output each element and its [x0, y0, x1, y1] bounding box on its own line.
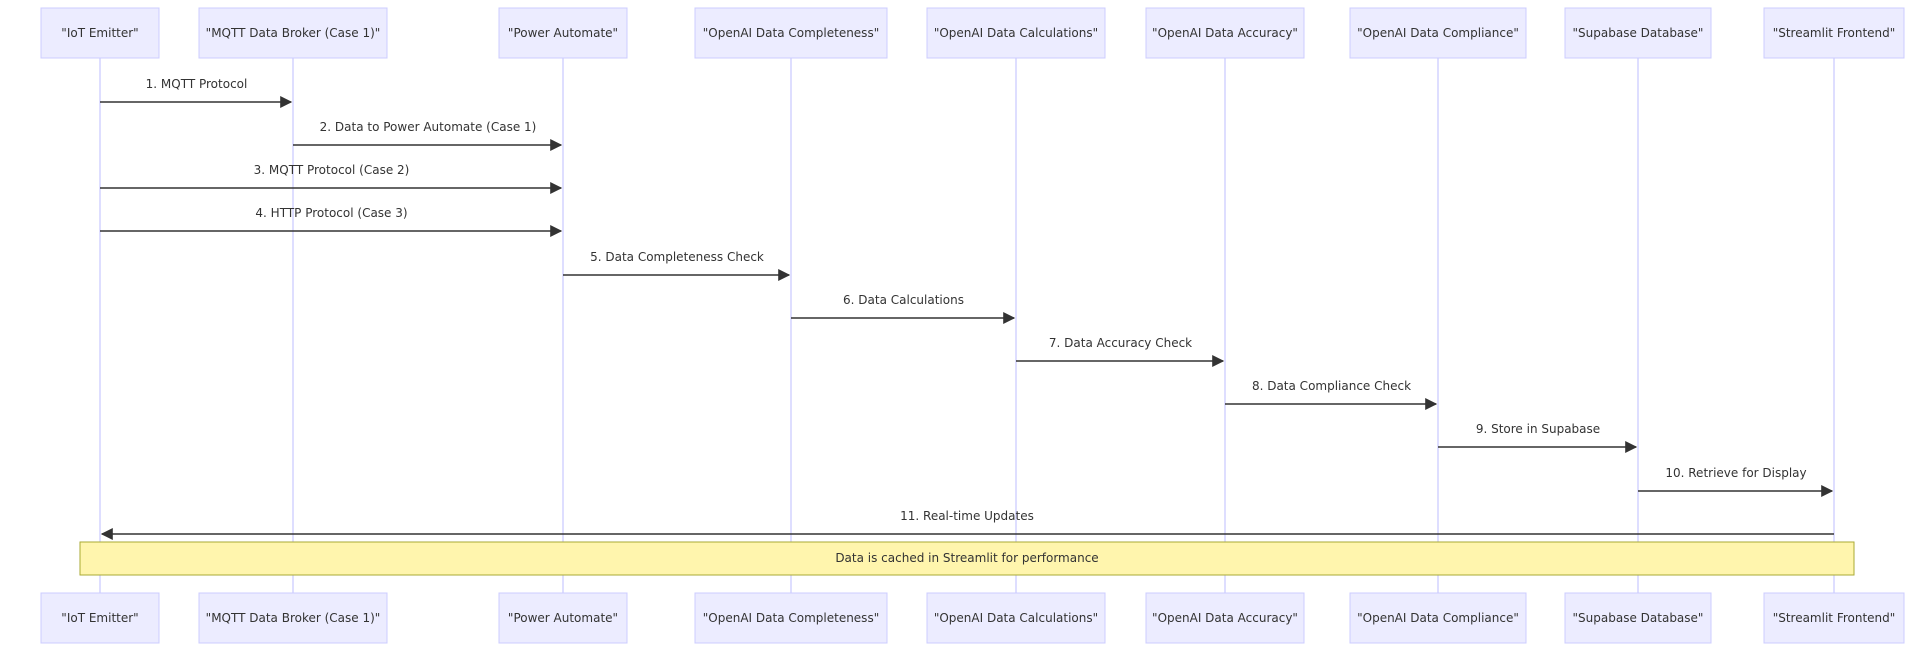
participant-iot-bottom: "IoT Emitter": [40, 592, 160, 644]
message-10: 10. Retrieve for Display: [1638, 466, 1834, 497]
participant-compliance-bottom: "OpenAI Data Compliance": [1349, 592, 1527, 644]
participant-streamlit-top: "Streamlit Frontend": [1763, 7, 1905, 59]
message-label: 4. HTTP Protocol (Case 3): [255, 206, 407, 220]
participant-calculations-top: "OpenAI Data Calculations": [926, 7, 1106, 59]
participant-box: [40, 7, 160, 59]
participant-box: [694, 7, 888, 59]
participant-streamlit-bottom: "Streamlit Frontend": [1763, 592, 1905, 644]
participant-completeness-bottom: "OpenAI Data Completeness": [694, 592, 888, 644]
participant-label: "Supabase Database": [1573, 611, 1704, 625]
message-label: 3. MQTT Protocol (Case 2): [254, 163, 410, 177]
message-1: 1. MQTT Protocol: [100, 77, 293, 108]
message-label: 1. MQTT Protocol: [146, 77, 248, 91]
participant-label: "OpenAI Data Completeness": [703, 611, 879, 625]
participant-box: [1349, 7, 1527, 59]
participant-box: [1145, 7, 1305, 59]
note: Data is cached in Streamlit for performa…: [79, 541, 1855, 576]
message-9: 9. Store in Supabase: [1438, 422, 1638, 453]
participant-box: [198, 7, 388, 59]
participant-broker-bottom: "MQTT Data Broker (Case 1)": [198, 592, 388, 644]
participant-box: [926, 7, 1106, 59]
participant-accuracy-top: "OpenAI Data Accuracy": [1145, 7, 1305, 59]
participant-label: "Supabase Database": [1573, 26, 1704, 40]
participant-label: "Streamlit Frontend": [1773, 26, 1896, 40]
participant-completeness-top: "OpenAI Data Completeness": [694, 7, 888, 59]
message-label: 5. Data Completeness Check: [590, 250, 764, 264]
message-11: 11. Real-time Updates: [100, 509, 1834, 540]
participant-calculations-bottom: "OpenAI Data Calculations": [926, 592, 1106, 644]
participant-label: "OpenAI Data Calculations": [934, 611, 1098, 625]
message-7: 7. Data Accuracy Check: [1016, 336, 1225, 367]
message-label: 2. Data to Power Automate (Case 1): [320, 120, 537, 134]
participant-box: [694, 592, 888, 644]
participant-label: "Power Automate": [508, 611, 618, 625]
participant-label: "OpenAI Data Accuracy": [1152, 611, 1298, 625]
participant-label: "OpenAI Data Accuracy": [1152, 26, 1298, 40]
message-label: 9. Store in Supabase: [1476, 422, 1600, 436]
message-label: 6. Data Calculations: [843, 293, 964, 307]
participant-label: "IoT Emitter": [61, 26, 138, 40]
message-5: 5. Data Completeness Check: [563, 250, 791, 281]
participant-box: [1564, 7, 1712, 59]
participant-label: "OpenAI Data Completeness": [703, 26, 879, 40]
participant-label: "Power Automate": [508, 26, 618, 40]
message-4: 4. HTTP Protocol (Case 3): [100, 206, 563, 237]
participant-iot-top: "IoT Emitter": [40, 7, 160, 59]
message-2: 2. Data to Power Automate (Case 1): [293, 120, 563, 151]
message-label: 8. Data Compliance Check: [1252, 379, 1411, 393]
participant-box: [198, 592, 388, 644]
participant-power-top: "Power Automate": [498, 7, 628, 59]
participant-box: [498, 7, 628, 59]
message-8: 8. Data Compliance Check: [1225, 379, 1438, 410]
participant-label: "Streamlit Frontend": [1773, 611, 1896, 625]
participant-broker-top: "MQTT Data Broker (Case 1)": [198, 7, 388, 59]
participant-accuracy-bottom: "OpenAI Data Accuracy": [1145, 592, 1305, 644]
message-label: 10. Retrieve for Display: [1665, 466, 1806, 480]
participant-box: [926, 592, 1106, 644]
participant-label: "OpenAI Data Compliance": [1357, 26, 1519, 40]
note-box: [79, 541, 1855, 576]
message-3: 3. MQTT Protocol (Case 2): [100, 163, 563, 194]
participant-supabase-top: "Supabase Database": [1564, 7, 1712, 59]
note-text: Data is cached in Streamlit for performa…: [835, 551, 1098, 565]
participant-box: [40, 592, 160, 644]
participant-box: [1349, 592, 1527, 644]
message-6: 6. Data Calculations: [791, 293, 1016, 324]
participant-box: [1763, 7, 1905, 59]
participant-box: [1564, 592, 1712, 644]
participant-box: [498, 592, 628, 644]
participant-label: "OpenAI Data Calculations": [934, 26, 1098, 40]
participant-label: "IoT Emitter": [61, 611, 138, 625]
participant-label: "MQTT Data Broker (Case 1)": [206, 611, 381, 625]
participant-compliance-top: "OpenAI Data Compliance": [1349, 7, 1527, 59]
participant-box: [1145, 592, 1305, 644]
participant-power-bottom: "Power Automate": [498, 592, 628, 644]
message-label: 7. Data Accuracy Check: [1049, 336, 1192, 350]
participant-label: "MQTT Data Broker (Case 1)": [206, 26, 381, 40]
participant-box: [1763, 592, 1905, 644]
message-label: 11. Real-time Updates: [900, 509, 1034, 523]
participant-supabase-bottom: "Supabase Database": [1564, 592, 1712, 644]
participant-label: "OpenAI Data Compliance": [1357, 611, 1519, 625]
